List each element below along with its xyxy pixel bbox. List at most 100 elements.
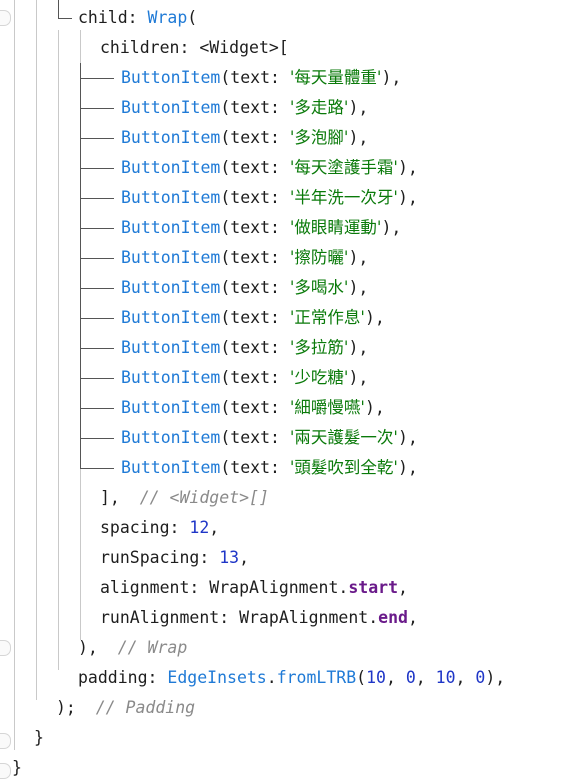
code-line-button-item: ButtonItem(text: '每天塗護手霜'), — [121, 153, 418, 183]
code-line-button-item: ButtonItem(text: '多泡腳'), — [121, 123, 368, 153]
class-name: ButtonItem — [121, 218, 221, 237]
method-name: fromLTRB — [276, 668, 357, 687]
code-line-button-item: ButtonItem(text: '擦防曬'), — [121, 243, 368, 273]
punctuation: , — [415, 668, 436, 687]
class-name: ButtonItem — [121, 98, 221, 117]
tree-connector — [80, 318, 114, 319]
punctuation: ), — [397, 458, 418, 477]
punctuation: ); — [56, 698, 76, 717]
punctuation: ), — [348, 98, 369, 117]
tree-connector — [80, 408, 114, 409]
punctuation: ), — [381, 218, 402, 237]
code-line-run-alignment: runAlignment: WrapAlignment.end, — [100, 603, 418, 633]
tree-connector — [80, 78, 114, 79]
argument-label: (text: — [220, 278, 290, 297]
tree-connector — [80, 438, 114, 439]
indent-guide — [36, 0, 37, 700]
punctuation: , — [398, 578, 408, 597]
code-line-brace-close: } — [34, 723, 44, 753]
punctuation: ), — [348, 368, 369, 387]
punctuation: , — [239, 548, 250, 567]
punctuation: ), — [485, 668, 506, 687]
string-literal: '頭髮吹到全乾' — [289, 458, 398, 477]
code-line-brace-close-outer: } — [12, 753, 22, 783]
code-line-padding-close: ); // Padding — [56, 693, 195, 723]
tree-connector — [80, 168, 114, 169]
tree-connector — [80, 378, 114, 379]
class-name: ButtonItem — [121, 398, 221, 417]
code-line-button-item: ButtonItem(text: '每天量體重'), — [121, 63, 401, 93]
fold-marker[interactable] — [0, 10, 11, 26]
number-literal: 10 — [435, 668, 456, 687]
argument-label: (text: — [220, 128, 290, 147]
class-name: ButtonItem — [121, 158, 221, 177]
code-line-alignment: alignment: WrapAlignment.start, — [100, 573, 408, 603]
code-line-button-item: ButtonItem(text: '細嚼慢嚥'), — [121, 393, 385, 423]
number-literal: 10 — [366, 668, 386, 687]
string-literal: '多泡腳' — [289, 128, 349, 147]
class-name: EdgeInsets — [167, 668, 267, 687]
punctuation: , — [455, 668, 476, 687]
code-line-button-item: ButtonItem(text: '多拉筋'), — [121, 333, 368, 363]
code-line-wrap-close: ), // Wrap — [78, 633, 187, 663]
argument-label: (text: — [220, 248, 290, 267]
argument-label: (text: — [220, 308, 290, 327]
fold-marker[interactable] — [0, 640, 11, 656]
class-name: ButtonItem — [121, 68, 221, 87]
enum-value: end — [378, 608, 408, 627]
code-line-button-item: ButtonItem(text: '多喝水'), — [121, 273, 368, 303]
comment: // Wrap — [117, 638, 188, 657]
argument-label: (text: — [220, 218, 290, 237]
property-name: padding: — [78, 668, 168, 687]
punctuation: , — [209, 518, 220, 537]
class-name: ButtonItem — [121, 428, 221, 447]
punctuation: } — [34, 728, 44, 747]
class-name: Wrap — [147, 8, 188, 27]
string-literal: '做眼睛運動' — [289, 218, 382, 237]
number-literal: 0 — [475, 668, 486, 687]
property-name: child: — [78, 8, 148, 27]
fold-marker[interactable] — [0, 733, 11, 749]
code-line-run-spacing: runSpacing: 13, — [100, 543, 249, 573]
argument-label: (text: — [220, 458, 290, 477]
string-literal: '多走路' — [289, 98, 349, 117]
tree-connector — [58, 18, 72, 19]
punctuation: ), — [397, 428, 418, 447]
argument-label: (text: — [220, 338, 290, 357]
fold-marker[interactable] — [0, 763, 11, 779]
string-literal: '多拉筋' — [289, 338, 349, 357]
tree-connector — [80, 138, 114, 139]
code-line-child: child: Wrap( — [78, 3, 197, 33]
property-name: spacing: — [100, 518, 190, 537]
punctuation: ], — [100, 488, 120, 507]
string-literal: '正常作息' — [289, 308, 365, 327]
class-name: ButtonItem — [121, 128, 221, 147]
punctuation: ), — [381, 68, 402, 87]
punctuation: ), — [348, 248, 369, 267]
property-name: children: <Widget>[ — [100, 38, 289, 57]
class-name: ButtonItem — [121, 368, 221, 387]
code-line-button-item: ButtonItem(text: '半年洗一次牙'), — [121, 183, 418, 213]
property-name: alignment: — [100, 578, 210, 597]
tree-connector — [80, 108, 114, 109]
tree-connector — [58, 0, 59, 18]
indent-guide — [58, 30, 59, 670]
string-literal: '少吃糖' — [289, 368, 349, 387]
string-literal: '擦防曬' — [289, 248, 349, 267]
punctuation: ), — [348, 278, 369, 297]
string-literal: '每天塗護手霜' — [289, 158, 398, 177]
number-literal: 12 — [189, 518, 210, 537]
tree-connector — [80, 258, 114, 259]
punctuation: ), — [348, 338, 369, 357]
string-literal: '半年洗一次牙' — [289, 188, 398, 207]
punctuation: ), — [364, 398, 385, 417]
argument-label: (text: — [220, 98, 290, 117]
class-name: WrapAlignment. — [209, 578, 349, 597]
code-line-button-item: ButtonItem(text: '多走路'), — [121, 93, 368, 123]
class-name: ButtonItem — [121, 308, 221, 327]
punctuation: ), — [397, 188, 418, 207]
punctuation: ), — [78, 638, 98, 657]
code-line-button-item: ButtonItem(text: '正常作息'), — [121, 303, 385, 333]
comment: // <Widget>[] — [139, 488, 269, 507]
